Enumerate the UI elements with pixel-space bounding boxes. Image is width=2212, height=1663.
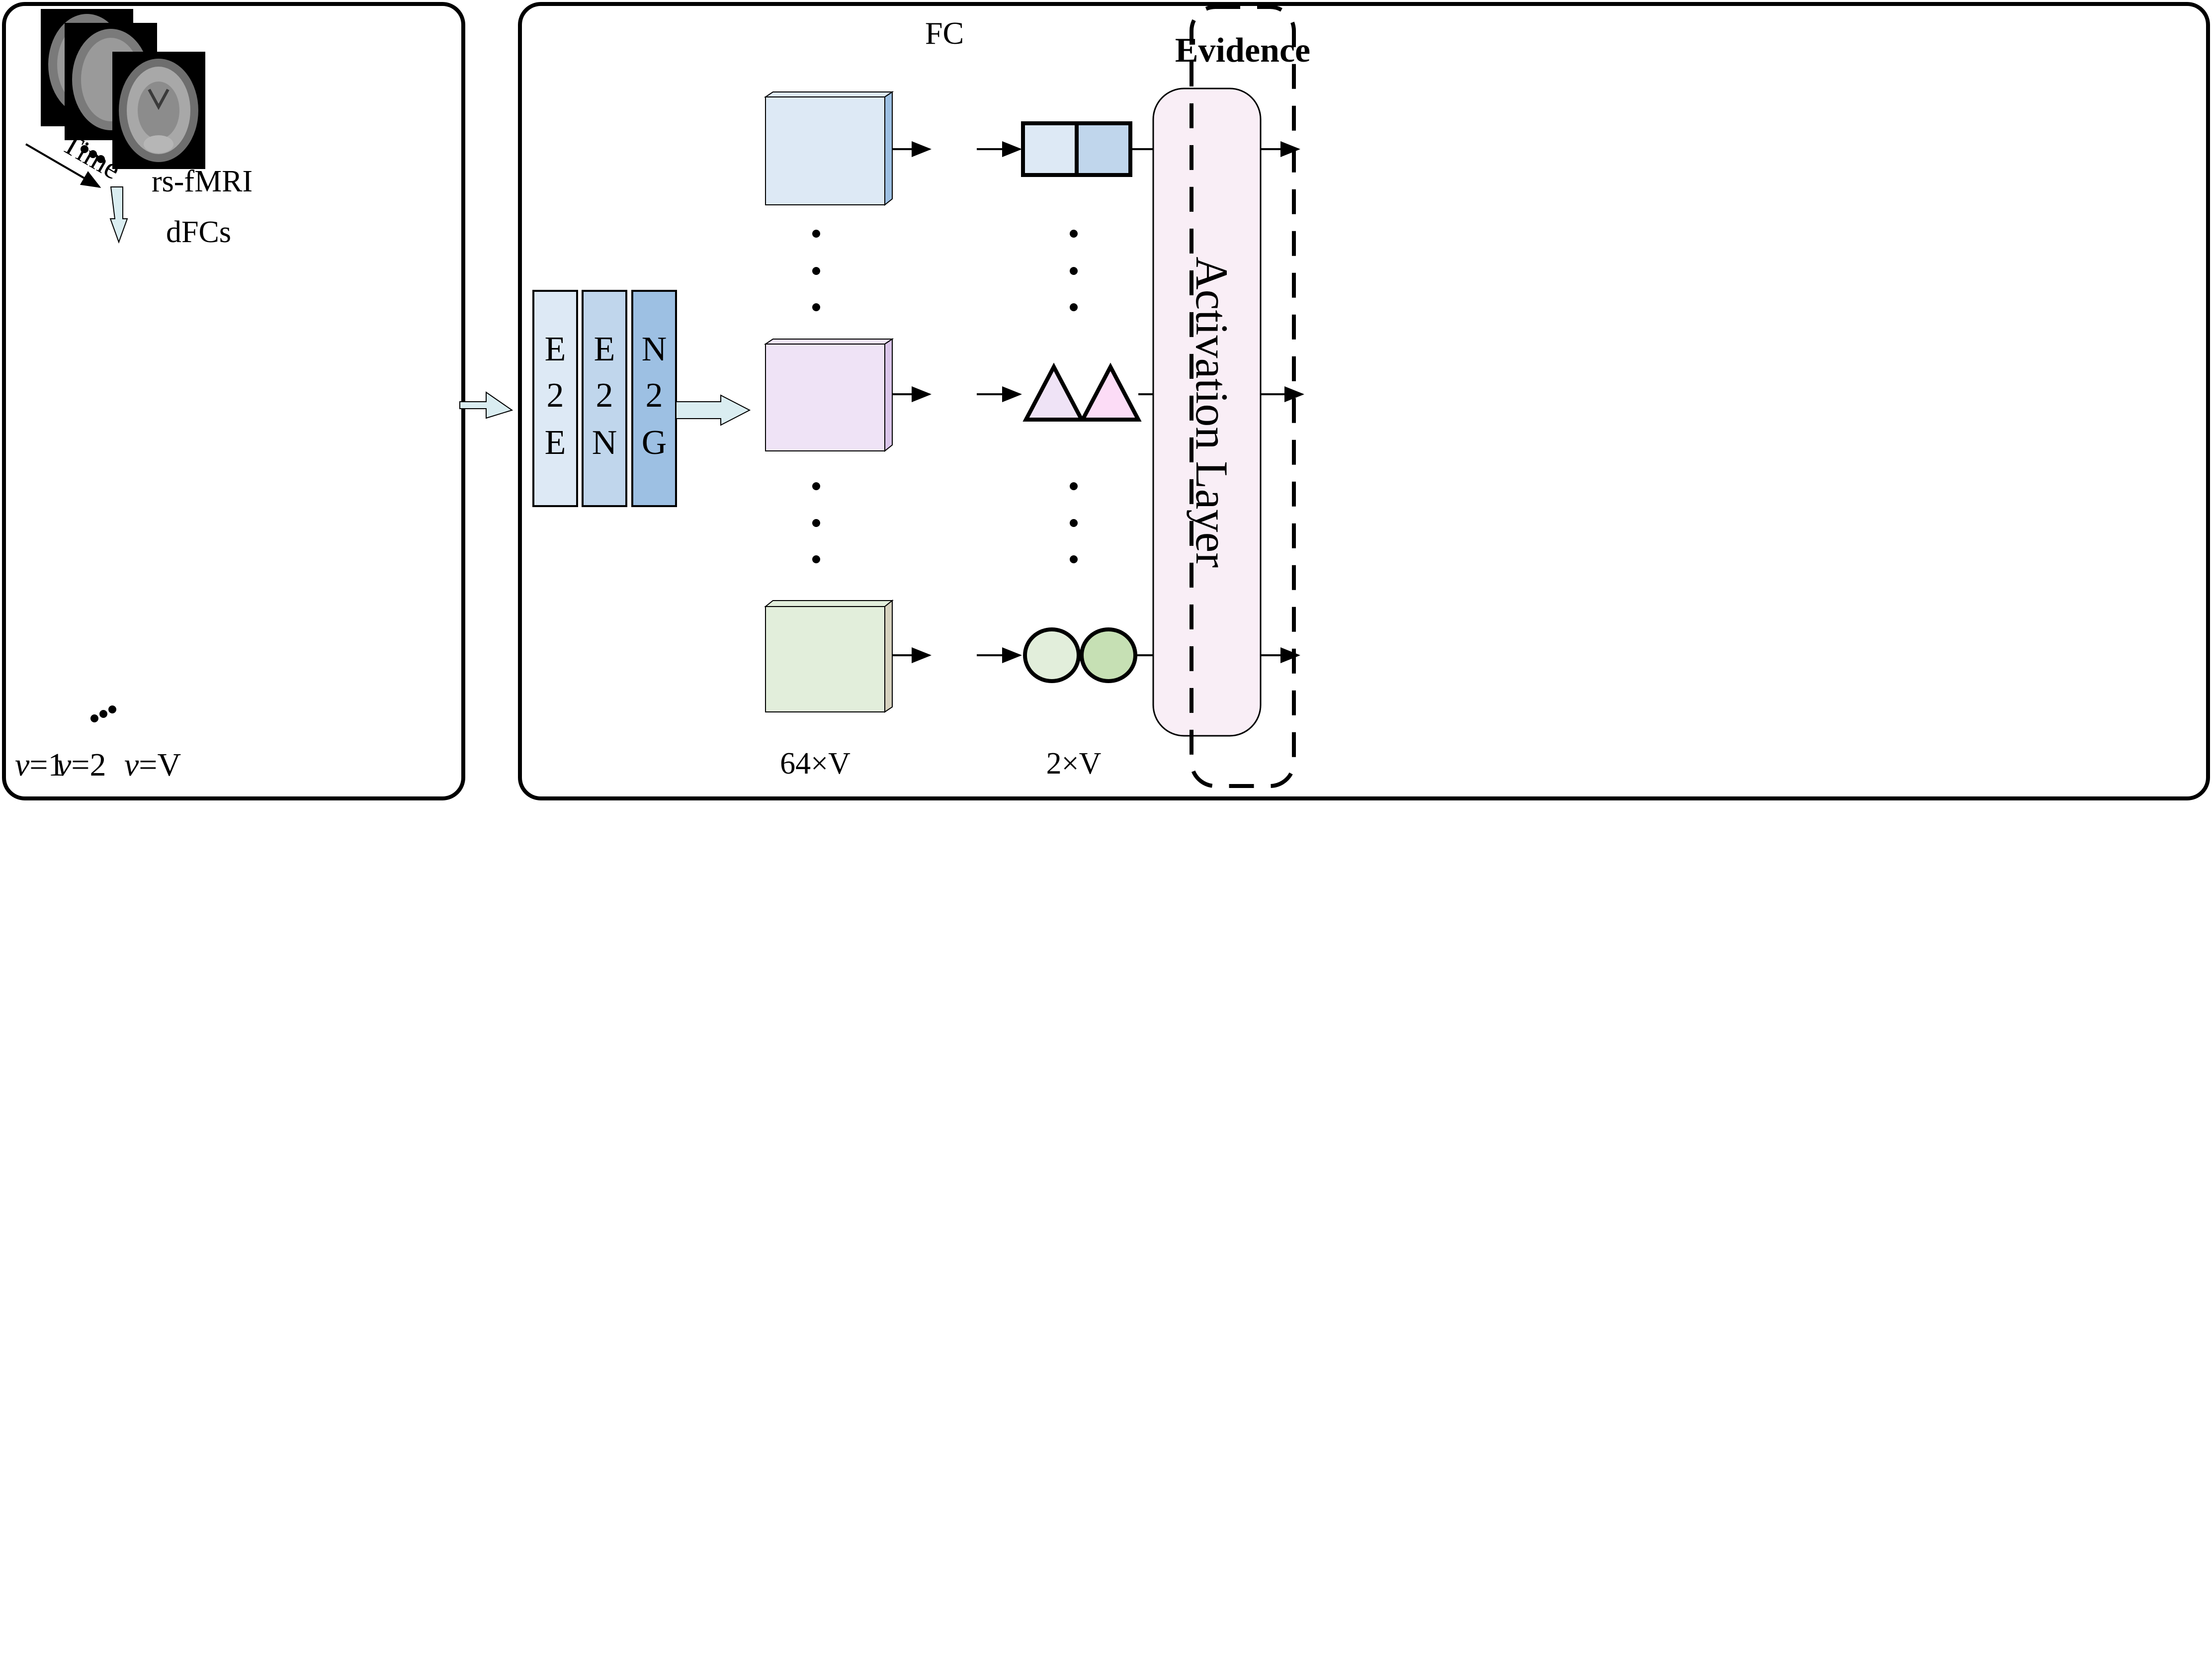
- brain-scan-3: [112, 52, 205, 169]
- view-label-V: v=V: [124, 747, 181, 783]
- evidence-title: Evidence: [1175, 31, 1310, 70]
- n2g-letter-2: 2: [646, 376, 663, 415]
- output-pair-triangle: [1022, 362, 1142, 422]
- rsfmri-stack: [41, 9, 205, 169]
- time-arrow: [25, 143, 101, 188]
- feature-cube-v: [764, 338, 894, 452]
- n2g-letter-3: G: [642, 424, 667, 462]
- dfc-ellipsis: [90, 705, 116, 722]
- e2e-letter-2: 2: [547, 376, 564, 415]
- output-pair-square: [1021, 121, 1132, 177]
- output-dim-label: 2×V: [1046, 747, 1102, 781]
- encoder-to-features-arrow: [676, 394, 751, 426]
- n2g-letter-1: N: [642, 330, 667, 368]
- feature-cube-1: [764, 91, 894, 206]
- encoder-panel: [518, 2, 2210, 800]
- e2e-letter-3: E: [545, 424, 566, 462]
- e2n-letter-2: 2: [596, 376, 613, 415]
- feature-cube-V: [764, 599, 894, 713]
- down-arrow-icon: [109, 186, 128, 244]
- n2g-block: [631, 290, 677, 507]
- view-label-1: v=1: [15, 747, 65, 783]
- e2e-block: [532, 290, 578, 507]
- e2n-letter-3: N: [592, 424, 617, 462]
- rsfmri-label: rs-fMRI: [152, 165, 253, 198]
- e2n-letter-1: E: [594, 330, 615, 368]
- dfcs-label: dFCs: [166, 215, 231, 249]
- feature-dim-label: 64×V: [780, 747, 851, 781]
- activation-label: Activation Layer: [1187, 257, 1237, 568]
- e2e-letter-1: E: [545, 330, 566, 368]
- output-pair-circle: [1023, 627, 1137, 683]
- activation-layer: [1152, 88, 1262, 737]
- vertical-dots: [812, 230, 1078, 563]
- brainnetcnn-blocks: E 2 E E 2 N N 2 G: [532, 290, 677, 507]
- input-to-encoder-arrow: [459, 391, 513, 419]
- e2n-block: [582, 290, 627, 507]
- encoder-flow-arrows: [892, 141, 1022, 663]
- fc-label: FC: [925, 15, 964, 51]
- evidence-dashed-container: [1190, 5, 1296, 788]
- view-label-2: v=2: [57, 747, 106, 783]
- time-ellipsis: [81, 145, 105, 163]
